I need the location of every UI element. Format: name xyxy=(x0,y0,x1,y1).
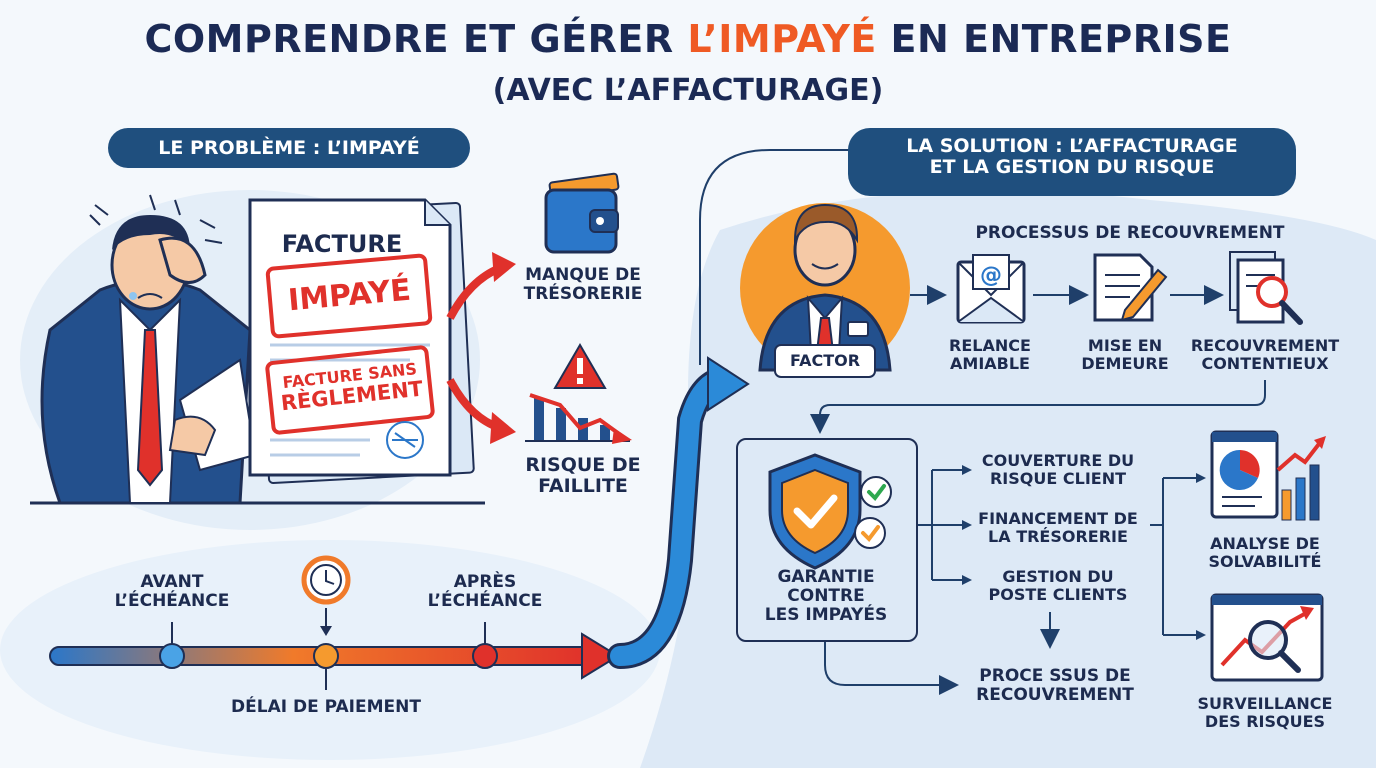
service-receivables-management: GESTION DU POSTE CLIENTS xyxy=(988,567,1128,604)
document-pen-icon xyxy=(1093,253,1168,322)
bankruptcy-risk-label: RISQUE DE FAILLITE xyxy=(525,454,641,498)
process-title: PROCESSUS DE RECOUVREMENT xyxy=(975,223,1285,243)
email-envelope-icon: @ xyxy=(956,254,1026,324)
risk-monitoring-label: SURVEILLANCE DES RISQUES xyxy=(1197,694,1333,731)
factor-label: FACTOR xyxy=(789,351,861,370)
solvency-analysis-icon xyxy=(1210,430,1326,521)
step-formal-notice: MISE EN DEMEURE xyxy=(1081,336,1169,373)
title-accent: L’IMPAYÉ xyxy=(687,17,877,61)
payment-delay-label: DÉLAI DE PAIEMENT xyxy=(231,697,421,717)
timeline xyxy=(49,608,620,690)
guarantee-label: GARANTIE CONTRE LES IMPAYÉS xyxy=(764,567,888,626)
wallet-icon xyxy=(544,172,620,254)
invoice-document-icon xyxy=(248,198,475,484)
rising-arrow xyxy=(610,370,730,666)
page-title: COMPRENDRE ET GÉRER L’IMPAYÉ EN ENTREPRI… xyxy=(144,17,1232,61)
service-client-risk-coverage: COUVERTURE DU RISQUE CLIENT xyxy=(981,451,1135,488)
clock-icon xyxy=(301,555,351,605)
solution-header: LA SOLUTION : L’AFFACTURAGE ET LA GESTIO… xyxy=(848,128,1296,196)
warning-icon xyxy=(553,343,607,389)
factor-badge xyxy=(774,344,876,378)
service-cash-financing: FINANCEMENT DE LA TRÉSORERIE xyxy=(978,509,1138,546)
stressed-businessman-icon xyxy=(40,194,257,505)
svg-text:@: @ xyxy=(980,263,1002,288)
risk-monitoring-icon xyxy=(1210,593,1324,682)
shield-check-icon xyxy=(768,453,892,570)
page-subtitle: (AVEC L’AFFACTURAGE) xyxy=(492,73,884,108)
guarantee-box xyxy=(736,438,918,642)
falling-chart-icon xyxy=(525,393,632,444)
step-litigation-recovery: RECOUVREMENT CONTENTIEUX xyxy=(1190,336,1340,373)
documents-magnifier-icon xyxy=(1229,251,1303,325)
step-amicable-reminder: RELANCE AMIABLE xyxy=(949,336,1031,373)
recovery-process-label: PROCE SSUS DE RECOUVREMENT xyxy=(976,666,1134,706)
before-due-date-label: AVANT L’ÉCHÉANCE xyxy=(114,572,230,612)
cash-shortage-label: MANQUE DE TRÉSORERIE xyxy=(523,265,643,305)
solvency-analysis-label: ANALYSE DE SOLVABILITÉ xyxy=(1208,534,1322,571)
problem-header: LE PROBLÈME : L’IMPAYÉ xyxy=(108,128,470,168)
invoice-title: FACTURE xyxy=(281,230,403,258)
after-due-date-label: APRÈS L’ÉCHÉANCE xyxy=(427,572,543,612)
